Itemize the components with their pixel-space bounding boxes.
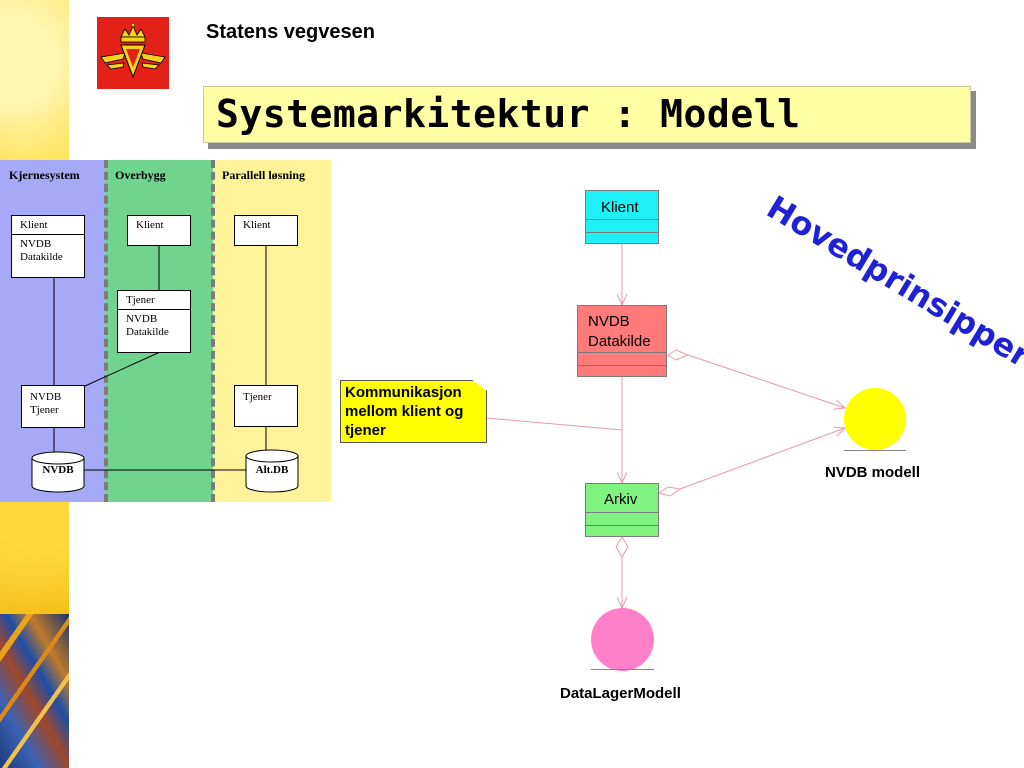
- logo-icon: [97, 17, 169, 89]
- kjerne-klient-box: Klient NVDB Datakilde: [11, 215, 85, 278]
- nvdb-db-label: NVDB: [42, 464, 74, 476]
- overbygg-klient-box: Klient: [127, 215, 191, 246]
- box-label: NVDB Datakilde: [118, 309, 190, 341]
- datalager-modell-label: DataLagerModell: [560, 685, 681, 702]
- arkiv-label: Arkiv: [604, 491, 638, 508]
- parallell-tjener-box: Tjener: [234, 385, 298, 427]
- box-label: Tjener: [243, 391, 272, 403]
- box-label: Tjener: [126, 294, 155, 306]
- overbygg-tjener-box: Tjener NVDB Datakilde: [117, 290, 191, 353]
- circle-underline: [591, 669, 654, 670]
- circle-underline: [844, 450, 906, 451]
- page-title: Systemarkitektur : Modell: [216, 92, 801, 136]
- nvdb-datakilde-class-box: [577, 305, 667, 377]
- box-label: Klient: [20, 219, 48, 231]
- box-label: NVDB Datakilde: [12, 234, 84, 266]
- communication-note: Kommunikasjon mellom klient og tjener: [340, 380, 487, 443]
- arkiv-class-box: [585, 483, 659, 537]
- box-label: Klient: [243, 219, 271, 231]
- panel-title-kjernesystem: Kjernesystem: [9, 168, 80, 182]
- panel-divider: [104, 160, 108, 502]
- box-label: Klient: [136, 219, 164, 231]
- panel-title-parallell: Parallell løsning: [222, 168, 306, 182]
- klient-class-box: [585, 190, 659, 244]
- nvdb-database-icon: [31, 451, 85, 493]
- klient-label: Klient: [601, 199, 639, 216]
- title-banner: [203, 86, 971, 143]
- altdb-database-icon: [245, 449, 299, 493]
- kjerne-tjener-box: NVDB Tjener: [21, 385, 85, 428]
- organization-name: Statens vegvesen: [206, 21, 375, 43]
- box-label: NVDB Tjener: [30, 391, 62, 416]
- datalager-modell-circle: [591, 608, 654, 671]
- altdb-db-label: Alt.DB: [255, 464, 289, 476]
- parallell-klient-box: Klient: [234, 215, 298, 246]
- panel-divider: [211, 160, 215, 502]
- panel-title-overbygg: Overbygg: [115, 168, 166, 182]
- nvdb-modell-circle: [844, 388, 906, 450]
- nvdb-datakilde-label: NVDB Datakilde: [588, 313, 651, 350]
- nvdb-modell-label: NVDB modell: [825, 464, 921, 481]
- decorative-strip-abstract: [0, 614, 69, 768]
